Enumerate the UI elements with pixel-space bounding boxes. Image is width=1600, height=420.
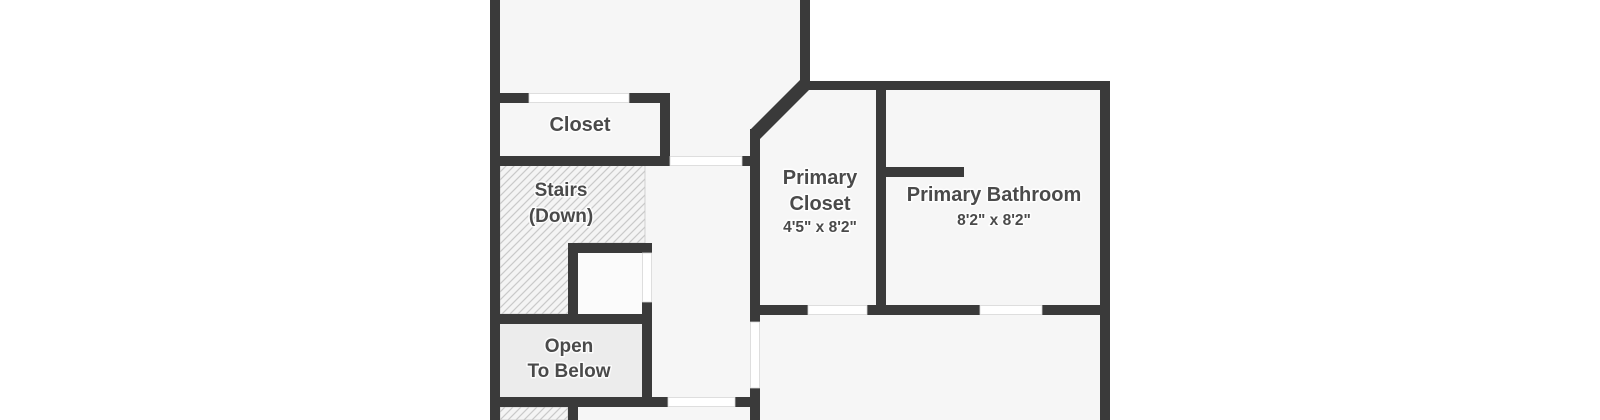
wall-top-room-right: [800, 0, 810, 86]
wall-closet-top-right: [629, 93, 670, 103]
open-to-below-label: Open: [545, 336, 594, 357]
wall-corridor-top-cap: [742, 156, 758, 166]
primary-bathroom-label: Primary Bathroom: [907, 184, 1082, 206]
floor-right-wing: [750, 81, 1110, 420]
wall-closet-bathroom-divider: [876, 90, 886, 312]
open-to-below-floor: [500, 324, 642, 397]
walls: [490, 0, 1110, 420]
wall-lower-stairs-separator: [568, 407, 578, 420]
wall-closet-top-left: [490, 93, 529, 103]
wall-open-to-below-top: [490, 314, 652, 324]
door-openings: [528, 93, 1043, 407]
wall-block-bottom-right: [1042, 305, 1110, 315]
wall-right-outer: [1100, 81, 1110, 420]
wall-closet-bottom: [490, 156, 670, 166]
wall-block-bottom-mid: [867, 305, 980, 315]
landing-room-floor: [578, 253, 642, 314]
wall-corridor-right-upper: [750, 129, 760, 322]
wall-landing-right-cap: [642, 243, 652, 253]
closet-label: Closet: [549, 114, 610, 136]
wall-open-to-below-right: [642, 314, 652, 407]
primary-closet-label-line1: Primary: [783, 167, 858, 189]
primary-closet-dimensions: 4'5" x 8'2": [783, 219, 857, 236]
wall-bottom-cap: [735, 397, 760, 407]
opening-landing-right: [642, 252, 652, 303]
wall-bathroom-stub: [886, 167, 964, 177]
opening-primary-closet-bottom: [807, 305, 868, 315]
stairs-label: Stairs: [535, 180, 588, 201]
wall-diagonal: [750, 80, 810, 139]
opening-corridor-right: [750, 321, 760, 389]
stairs-sublabel: (Down): [529, 206, 593, 227]
open-to-below-sublabel: To Below: [527, 361, 610, 382]
opening-primary-bathroom-bottom: [979, 305, 1043, 315]
primary-closet-label-line2: Closet: [789, 193, 850, 215]
wall-landing-right-lower: [642, 302, 652, 314]
lower-stairs-hatch: [499, 406, 569, 420]
wall-landing-left: [568, 253, 578, 314]
wall-closet-right: [660, 93, 670, 166]
opening-corridor-bottom: [667, 397, 736, 407]
opening-corridor-top: [669, 156, 743, 166]
wall-block-top: [800, 81, 1110, 90]
wall-bottom-left: [490, 397, 668, 407]
opening-closet-top: [528, 93, 630, 103]
wall-block-bottom-left: [760, 305, 808, 315]
primary-bathroom-dimensions: 8'2" x 8'2": [957, 212, 1031, 229]
room-labels: Closet Stairs (Down) Open To Below Prima…: [526, 113, 1083, 384]
wall-left-outer: [490, 0, 500, 420]
wall-landing-top: [568, 243, 652, 253]
